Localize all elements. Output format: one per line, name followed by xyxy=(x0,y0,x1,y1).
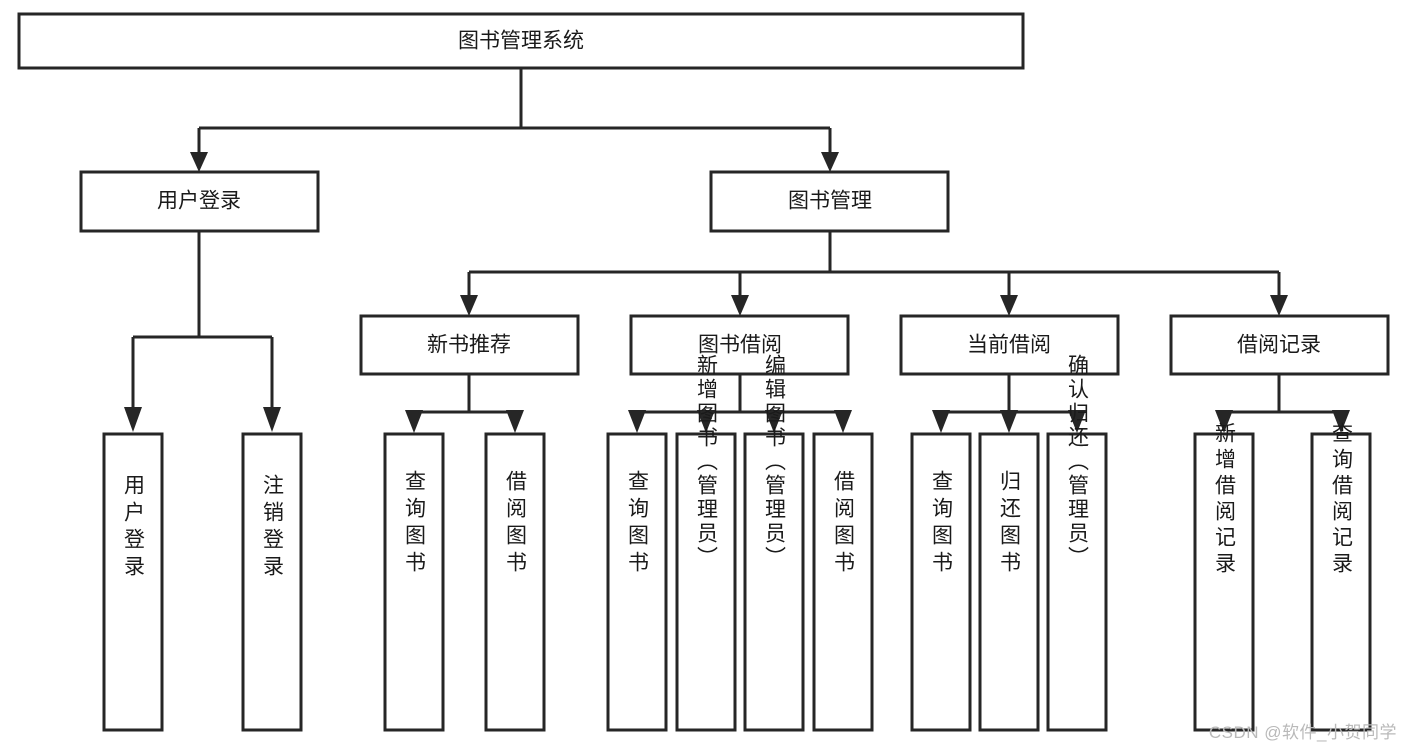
leaf-node-query-borrow-record[interactable]: 查询借阅记录 xyxy=(1310,422,1372,732)
leaf-node-add-book-admin[interactable]: 新增图书（管理员） xyxy=(675,354,737,732)
node-borrow-record[interactable]: 借阅记录 xyxy=(1169,314,1390,376)
leaf-node-edit-book-admin[interactable]: 编辑图书（管理员） xyxy=(743,354,805,732)
leaf-label-query-borrow-record: 查询借阅记录 xyxy=(1330,422,1354,578)
leaf-label-borrow-book-recommend: 借阅图书 xyxy=(504,470,528,578)
node-new-book-recommend[interactable]: 新书推荐 xyxy=(359,314,580,376)
leaf-label-query-book-recommend: 查询图书 xyxy=(403,470,427,578)
node-book-management[interactable]: 图书管理 xyxy=(709,170,950,233)
connector-group-borrow-record xyxy=(1215,374,1350,433)
node-current-borrow[interactable]: 当前借阅 xyxy=(899,314,1120,376)
leaf-label-add-book-admin: 新增图书（管理员） xyxy=(695,354,719,570)
leaf-label-query-book-borrow: 查询图书 xyxy=(626,470,650,578)
leaf-label-query-book-current: 查询图书 xyxy=(930,470,954,578)
leaf-node-confirm-return-admin[interactable]: 确认归还（管理员） xyxy=(1046,354,1108,732)
node-label-root: 图书管理系统 xyxy=(458,30,584,53)
leaf-node-query-book-recommend[interactable]: 查询图书 xyxy=(383,432,445,732)
node-label-book-management: 图书管理 xyxy=(788,190,872,213)
connector-group-book-management xyxy=(460,231,1288,316)
leaf-node-query-book-current[interactable]: 查询图书 xyxy=(910,432,972,732)
leaf-label-confirm-return-admin: 确认归还（管理员） xyxy=(1066,354,1090,570)
node-label-book-borrow: 图书借阅 xyxy=(698,334,782,357)
leaf-label-borrow-book: 借阅图书 xyxy=(832,470,856,578)
leaf-node-user-login[interactable]: 用户登录 xyxy=(102,432,164,732)
connector-group-current-borrow xyxy=(932,374,1086,433)
leaf-node-query-book-borrow[interactable]: 查询图书 xyxy=(606,432,668,732)
node-label-new-book-recommend: 新书推荐 xyxy=(427,334,511,357)
leaf-label-user-login: 用户登录 xyxy=(122,474,146,582)
leaf-label-return-book: 归还图书 xyxy=(998,470,1022,578)
leaf-node-logout[interactable]: 注销登录 xyxy=(241,432,303,732)
connector-group-new-book-recommend xyxy=(405,374,524,433)
node-label-current-borrow: 当前借阅 xyxy=(967,334,1051,357)
node-label-user-login: 用户登录 xyxy=(157,190,241,213)
leaf-node-borrow-book-recommend[interactable]: 借阅图书 xyxy=(484,432,546,732)
node-label-borrow-record: 借阅记录 xyxy=(1237,334,1321,357)
connector-group-user-login xyxy=(124,231,281,432)
node-user-login[interactable]: 用户登录 xyxy=(79,170,320,233)
leaf-node-return-book[interactable]: 归还图书 xyxy=(978,432,1040,732)
node-book-borrow[interactable]: 图书借阅 xyxy=(629,314,850,376)
connector-group-root xyxy=(190,68,839,172)
leaf-node-add-borrow-record[interactable]: 新增借阅记录 xyxy=(1193,422,1255,732)
node-root-book-management-system[interactable]: 图书管理系统 xyxy=(17,12,1025,70)
leaf-label-edit-book-admin: 编辑图书（管理员） xyxy=(763,354,787,570)
leaf-label-logout: 注销登录 xyxy=(261,474,285,582)
leaf-node-borrow-book[interactable]: 借阅图书 xyxy=(812,432,874,732)
leaf-label-add-borrow-record: 新增借阅记录 xyxy=(1213,422,1237,578)
connector-group-book-borrow xyxy=(628,374,852,433)
